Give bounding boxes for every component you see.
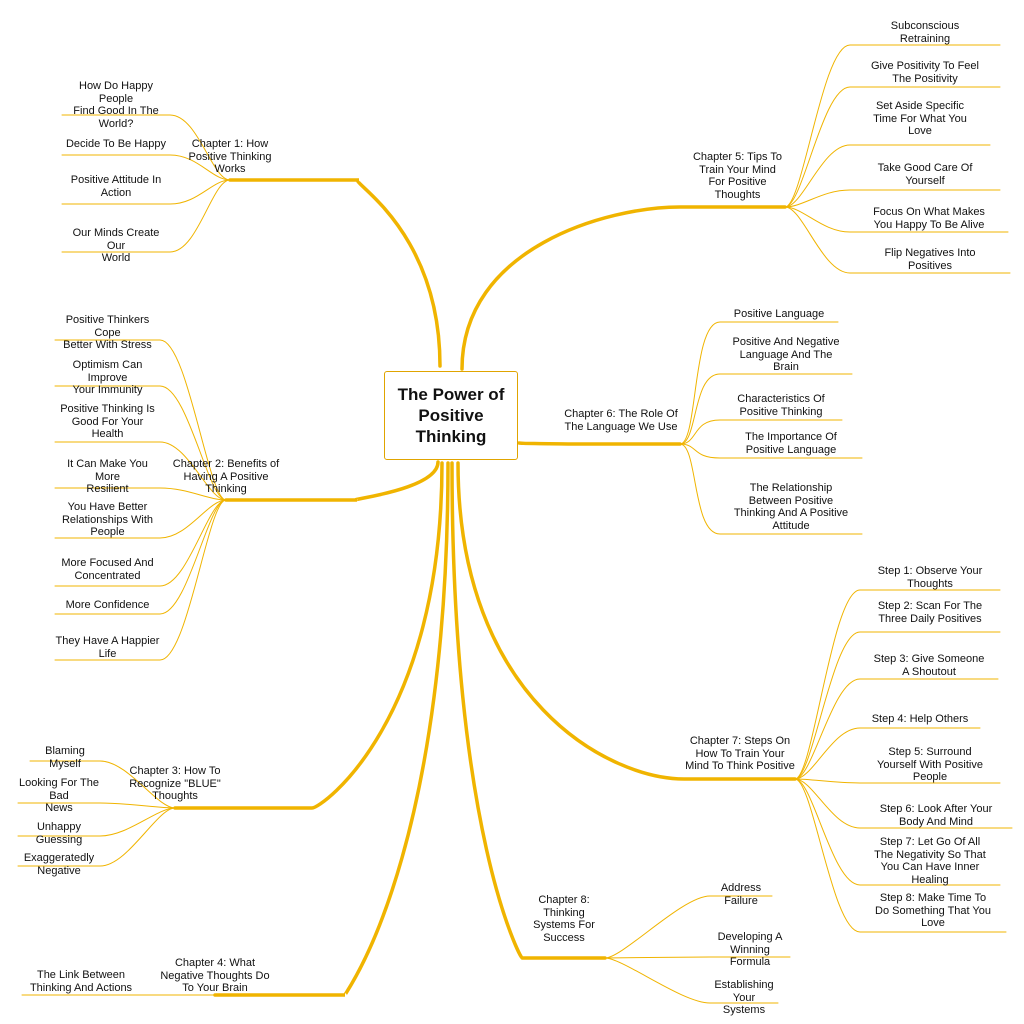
sub-branch-line-1-1 — [61, 114, 231, 181]
sub-branch-line-6-2 — [679, 373, 853, 445]
subtopic-7-4[interactable]: Step 4: Help Others — [871, 713, 969, 725]
sub-branch-line-7-8 — [794, 778, 1007, 933]
branch-chapter-5[interactable]: Chapter 5: Tips To Train Your Mind For P… — [692, 151, 783, 201]
branch-chapter-2[interactable]: Chapter 2: Benefits of Having A Positive… — [172, 458, 280, 495]
sub-branch-line-5-6 — [784, 206, 1011, 274]
sub-branch-line-5-3 — [784, 144, 991, 208]
sub-branch-line-2-4 — [54, 487, 227, 501]
sub-branch-line-1-3 — [61, 179, 231, 205]
subtopic-6-5[interactable]: The Relationship Between Positive Thinki… — [733, 482, 849, 532]
subtopic-2-7[interactable]: More Confidence — [65, 599, 150, 611]
subtopic-2-3[interactable]: Positive Thinking Is Good For Your Healt… — [60, 403, 155, 440]
subtopic-1-2[interactable]: Decide To Be Happy — [65, 138, 167, 150]
subtopic-7-7[interactable]: Step 7: Let Go Of All The Negativity So … — [874, 836, 986, 886]
sub-branch-line-7-2 — [794, 631, 1001, 780]
sub-branch-line-5-4 — [784, 189, 1001, 208]
subtopic-1-4[interactable]: Our Minds Create Our World — [72, 227, 160, 264]
sub-branch-line-6-4 — [679, 443, 863, 459]
subtopic-7-6[interactable]: Step 6: Look After Your Body And Mind — [879, 803, 993, 828]
sub-branch-line-5-2 — [784, 86, 1001, 208]
branch-line-chapter-4 — [213, 461, 450, 997]
subtopic-6-4[interactable]: The Importance Of Positive Language — [745, 431, 837, 456]
sub-branch-line-2-7 — [54, 499, 227, 615]
subtopic-5-4[interactable]: Take Good Care Of Yourself — [877, 162, 973, 187]
subtopic-6-3[interactable]: Characteristics Of Positive Thinking — [737, 393, 825, 418]
subtopic-8-2[interactable]: Developing A Winning Formula — [717, 931, 783, 968]
subtopic-2-1[interactable]: Positive Thinkers Cope Better With Stres… — [63, 314, 152, 351]
sub-branch-line-6-5 — [679, 443, 863, 535]
sub-branch-line-7-6 — [794, 778, 1013, 829]
sub-branch-line-7-4 — [794, 727, 981, 780]
sub-branch-line-2-1 — [54, 339, 227, 501]
central-topic[interactable]: The Power of Positive Thinking — [384, 371, 518, 460]
subtopic-1-1[interactable]: How Do Happy People Find Good In The Wor… — [73, 80, 159, 130]
subtopic-2-4[interactable]: It Can Make You More Resilient — [67, 458, 148, 495]
branch-chapter-4[interactable]: Chapter 4: What Negative Thoughts Do To … — [160, 957, 270, 994]
sub-branch-line-2-2 — [54, 385, 227, 501]
subtopic-8-1[interactable]: Address Failure — [720, 882, 762, 907]
sub-branch-line-2-5 — [54, 499, 227, 539]
subtopic-6-2[interactable]: Positive And Negative Language And The B… — [732, 336, 840, 373]
subtopic-7-2[interactable]: Step 2: Scan For The Three Daily Positiv… — [877, 600, 983, 625]
sub-branch-line-3-1 — [29, 760, 176, 809]
sub-branch-line-1-2 — [61, 154, 231, 181]
branch-line-chapter-5 — [460, 205, 787, 371]
subtopic-7-1[interactable]: Step 1: Observe Your Thoughts — [877, 565, 983, 590]
branch-line-chapter-2 — [224, 460, 440, 502]
branch-line-chapter-8 — [450, 461, 607, 960]
sub-branch-line-3-2 — [17, 802, 176, 809]
subtopic-3-4[interactable]: Exaggeratedly Negative — [23, 852, 95, 877]
subtopic-5-2[interactable]: Give Positivity To Feel The Positivity — [870, 60, 979, 85]
subtopic-2-8[interactable]: They Have A Happier Life — [55, 635, 160, 660]
branch-line-chapter-3 — [173, 461, 444, 810]
sub-branch-line-2-6 — [54, 499, 227, 587]
subtopic-3-3[interactable]: Unhappy Guessing — [35, 821, 83, 846]
subtopic-1-3[interactable]: Positive Attitude In Action — [70, 174, 162, 199]
subtopic-2-2[interactable]: Optimism Can Improve Your Immunity — [72, 359, 143, 396]
sub-branch-line-8-3 — [604, 957, 779, 1004]
subtopic-4-1[interactable]: The Link Between Thinking And Actions — [29, 969, 133, 994]
subtopic-5-5[interactable]: Focus On What Makes You Happy To Be Aliv… — [873, 206, 985, 231]
branch-line-chapter-1 — [228, 178, 442, 368]
branch-chapter-8[interactable]: Chapter 8: Thinking Systems For Success — [533, 894, 595, 944]
sub-branch-line-1-4 — [61, 179, 231, 253]
subtopic-7-3[interactable]: Step 3: Give Someone A Shoutout — [873, 653, 985, 678]
subtopic-6-1[interactable]: Positive Language — [733, 308, 825, 320]
sub-branch-line-7-5 — [794, 778, 1001, 784]
subtopic-7-5[interactable]: Step 5: Surround Yourself With Positive … — [877, 746, 983, 783]
sub-branch-line-7-7 — [794, 778, 1001, 886]
subtopic-5-6[interactable]: Flip Negatives Into Positives — [884, 247, 976, 272]
sub-branch-line-8-2 — [604, 956, 791, 959]
branch-chapter-7[interactable]: Chapter 7: Steps On How To Train Your Mi… — [685, 735, 795, 772]
branch-chapter-6[interactable]: Chapter 6: The Role Of The Language We U… — [564, 408, 678, 433]
subtopic-7-8[interactable]: Step 8: Make Time To Do Something That Y… — [875, 892, 991, 929]
subtopic-3-1[interactable]: Blaming Myself — [45, 745, 85, 770]
sub-branch-line-5-5 — [784, 206, 1009, 233]
sub-branch-line-7-1 — [794, 589, 1001, 780]
sub-branch-line-8-1 — [604, 895, 773, 959]
subtopic-2-6[interactable]: More Focused And Concentrated — [61, 557, 154, 582]
branch-line-chapter-6 — [517, 441, 682, 446]
sub-branch-line-6-1 — [679, 321, 839, 445]
sub-branch-line-6-3 — [679, 419, 843, 445]
subtopic-8-3[interactable]: Establishing Your Systems — [714, 979, 774, 1016]
subtopic-2-5[interactable]: You Have Better Relationships With Peopl… — [61, 501, 154, 538]
subtopic-5-1[interactable]: Subconscious Retraining — [890, 20, 960, 45]
sub-branch-line-2-3 — [54, 441, 227, 501]
sub-branch-line-5-1 — [784, 44, 1001, 208]
sub-branch-line-3-3 — [17, 807, 176, 837]
branch-chapter-3[interactable]: Chapter 3: How To Recognize "BLUE" Thoug… — [129, 765, 221, 802]
branch-chapter-1[interactable]: Chapter 1: How Positive Thinking Works — [188, 138, 272, 175]
sub-branch-line-3-4 — [17, 807, 176, 867]
branch-line-chapter-7 — [456, 461, 797, 781]
subtopic-5-3[interactable]: Set Aside Specific Time For What You Lov… — [873, 100, 967, 137]
sub-branch-line-7-3 — [794, 678, 999, 780]
sub-branch-line-2-8 — [54, 499, 227, 661]
subtopic-3-2[interactable]: Looking For The Bad News — [19, 777, 99, 814]
